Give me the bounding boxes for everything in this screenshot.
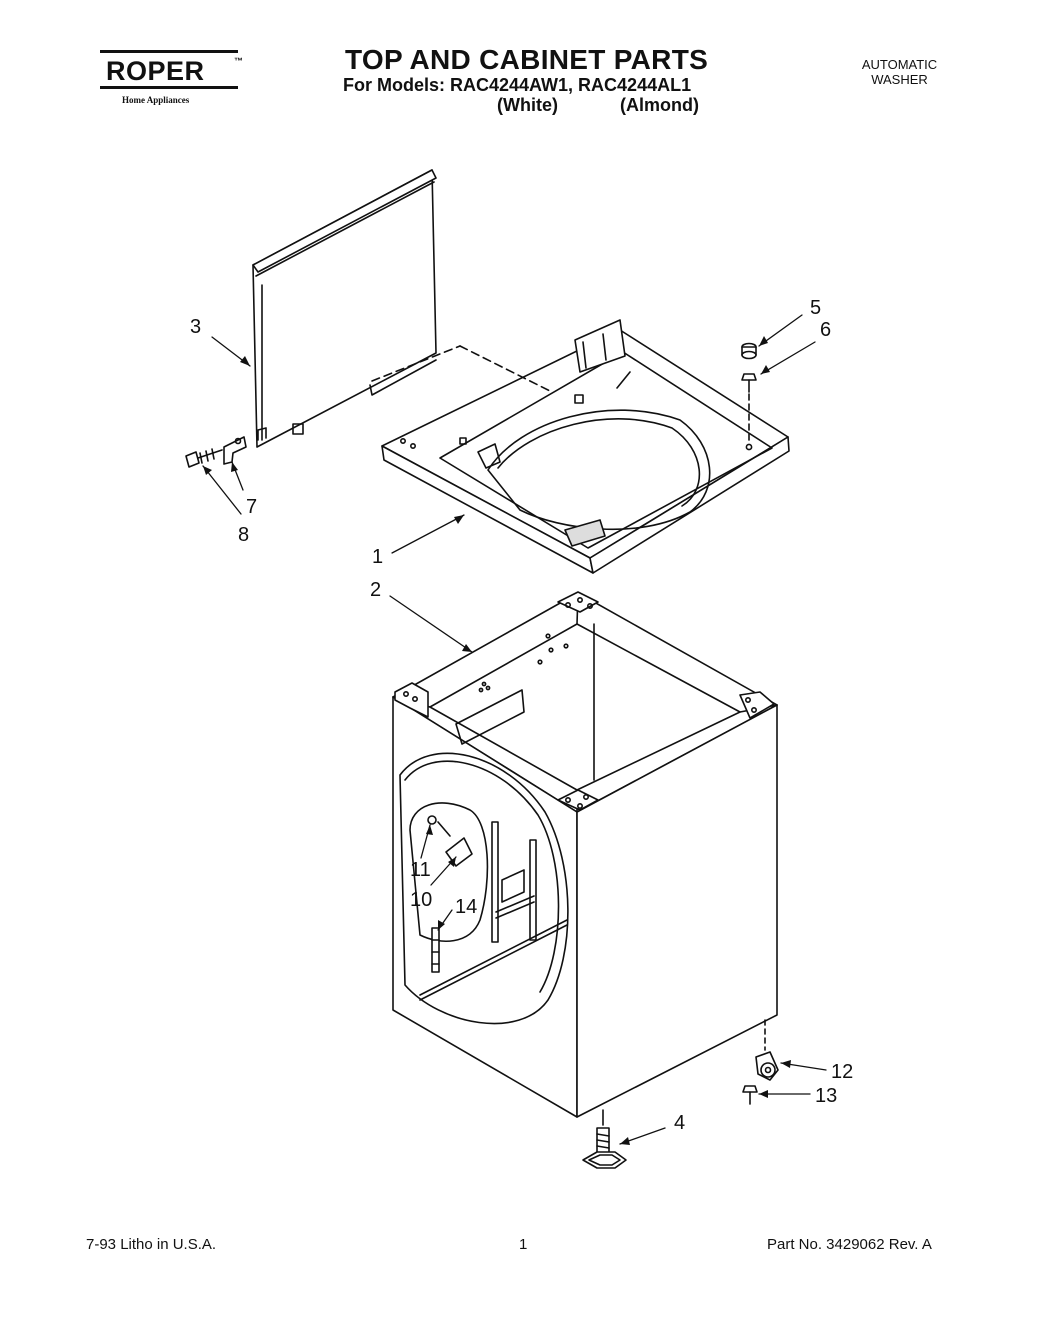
lid-part-3 bbox=[252, 169, 437, 448]
product-line-1: AUTOMATIC bbox=[861, 57, 938, 72]
variant-almond: (Almond) bbox=[620, 95, 699, 115]
callout-14: 14 bbox=[455, 896, 477, 918]
product-line-2: WASHER bbox=[871, 72, 928, 87]
screw-part-13 bbox=[742, 1085, 758, 1105]
callout-1: 1 bbox=[372, 546, 383, 568]
callout-8: 8 bbox=[238, 524, 249, 546]
hinge-part-7 bbox=[223, 436, 247, 465]
leveling-leg-part-4 bbox=[582, 1127, 627, 1169]
screw-part-8 bbox=[185, 448, 223, 468]
product-type: AUTOMATIC WASHER bbox=[852, 57, 947, 87]
roper-logo: ROPER ™ Home Appliances bbox=[100, 46, 250, 108]
callout-4: 4 bbox=[674, 1112, 685, 1134]
leader-arrowheads bbox=[203, 336, 791, 1145]
variant-white: (White) bbox=[497, 95, 558, 115]
cabinet-part-2 bbox=[392, 591, 778, 1126]
top-frame-part-1 bbox=[371, 319, 790, 574]
screw-part-6 bbox=[741, 373, 757, 441]
page-number: 1 bbox=[519, 1236, 528, 1253]
roller-part-12 bbox=[755, 1051, 779, 1081]
callout-13: 13 bbox=[815, 1085, 837, 1107]
callout-12: 12 bbox=[831, 1061, 853, 1083]
logo-bar-bottom bbox=[100, 86, 238, 89]
callout-10: 10 bbox=[410, 889, 432, 911]
logo-trademark: ™ bbox=[234, 56, 243, 66]
callout-2: 2 bbox=[370, 579, 381, 601]
logo-brand: ROPER bbox=[106, 56, 205, 86]
litho-note: 7-93 Litho in U.S.A. bbox=[86, 1236, 217, 1253]
page-title: TOP AND CABINET PARTS bbox=[345, 44, 709, 75]
callout-11: 11 bbox=[410, 859, 431, 881]
part-number: Part No. 3429062 Rev. A bbox=[767, 1236, 932, 1253]
callout-6: 6 bbox=[820, 319, 831, 341]
model-list: For Models: RAC4244AW1, RAC4244AL1 bbox=[343, 75, 692, 95]
callout-3: 3 bbox=[190, 316, 201, 338]
bumper-part-5 bbox=[741, 342, 757, 360]
callout-numbers: 3 5 6 7 8 1 2 11 10 14 12 13 4 bbox=[190, 297, 853, 1134]
callout-7: 7 bbox=[246, 496, 257, 518]
callout-5: 5 bbox=[810, 297, 821, 319]
logo-bar-top bbox=[100, 50, 238, 53]
logo-tagline: Home Appliances bbox=[122, 95, 190, 105]
